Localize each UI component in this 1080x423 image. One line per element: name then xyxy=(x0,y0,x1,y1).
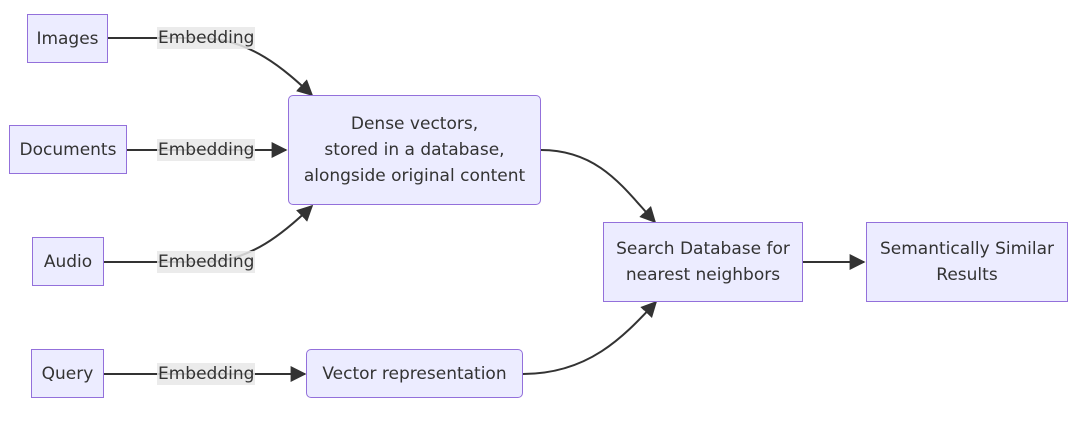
node-audio: Audio xyxy=(32,237,104,286)
edge-dense-vectors-to-search xyxy=(540,149,657,224)
node-audio-label: Audio xyxy=(43,251,93,272)
node-results-label: Semantically Similar Results xyxy=(880,239,1054,285)
node-search-database: Search Database for nearest neighbors xyxy=(603,222,803,302)
node-results: Semantically Similar Results xyxy=(866,222,1068,302)
node-documents: Documents xyxy=(9,125,127,174)
node-dense-vectors-label: Dense vectors, stored in a database, alo… xyxy=(303,114,526,186)
node-vector-representation: Vector representation xyxy=(306,349,523,398)
node-dense-vectors: Dense vectors, stored in a database, alo… xyxy=(288,95,541,205)
node-query-label: Query xyxy=(41,363,94,384)
node-images-label: Images xyxy=(36,28,99,49)
node-vector-representation-label: Vector representation xyxy=(322,363,507,384)
node-documents-label: Documents xyxy=(19,139,117,160)
edge-label-images-embedding: Embedding xyxy=(157,27,256,49)
node-images: Images xyxy=(27,14,108,63)
edge-label-query-embedding: Embedding xyxy=(157,363,256,385)
node-query: Query xyxy=(31,349,104,398)
edge-label-documents-embedding: Embedding xyxy=(157,139,256,161)
node-search-database-label: Search Database for nearest neighbors xyxy=(616,239,790,285)
edge-label-audio-embedding: Embedding xyxy=(157,251,256,273)
edge-vector-representation-to-search xyxy=(522,300,658,375)
